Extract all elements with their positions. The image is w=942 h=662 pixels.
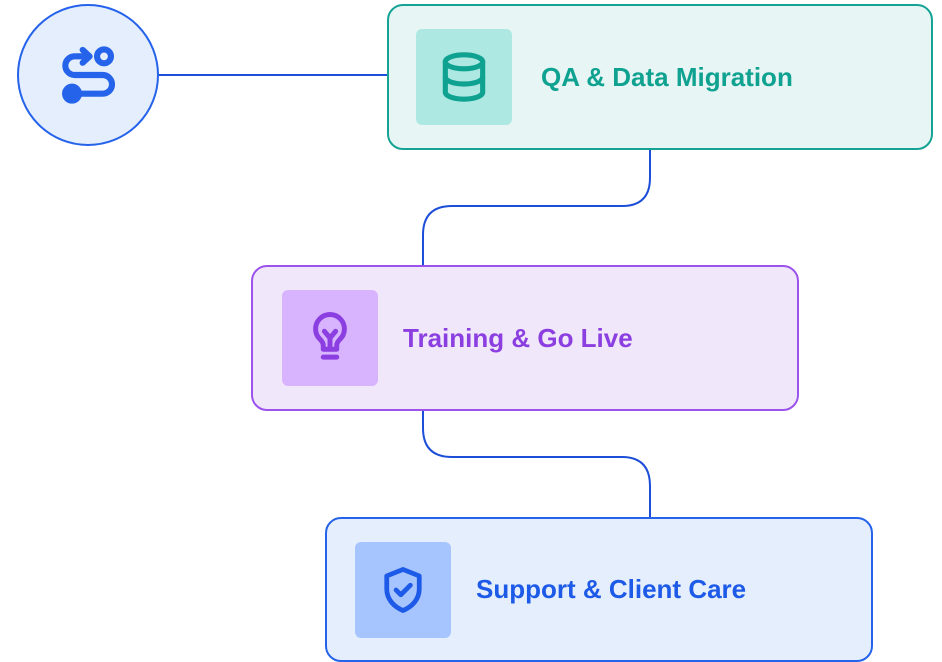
step-card-support-client-care: Support & Client Care — [325, 517, 873, 662]
route-icon — [62, 46, 116, 104]
step-label: Training & Go Live — [403, 322, 633, 353]
step-label: QA & Data Migration — [541, 61, 793, 92]
step-icon-tile — [355, 541, 451, 638]
shield-check-icon — [384, 566, 422, 613]
step-icon-tile — [282, 290, 378, 386]
database-icon — [442, 52, 486, 102]
connector-training-to-support — [422, 411, 651, 517]
step-label: Support & Client Care — [476, 574, 747, 604]
step-card-training-go-live: Training & Go Live — [251, 265, 799, 411]
lightbulb-icon — [313, 312, 347, 360]
step-card-qa-data-migration: QA & Data Migration — [387, 4, 933, 150]
connector-qa-to-training — [422, 150, 651, 265]
start-node — [17, 4, 159, 146]
step-icon-tile — [416, 29, 512, 125]
